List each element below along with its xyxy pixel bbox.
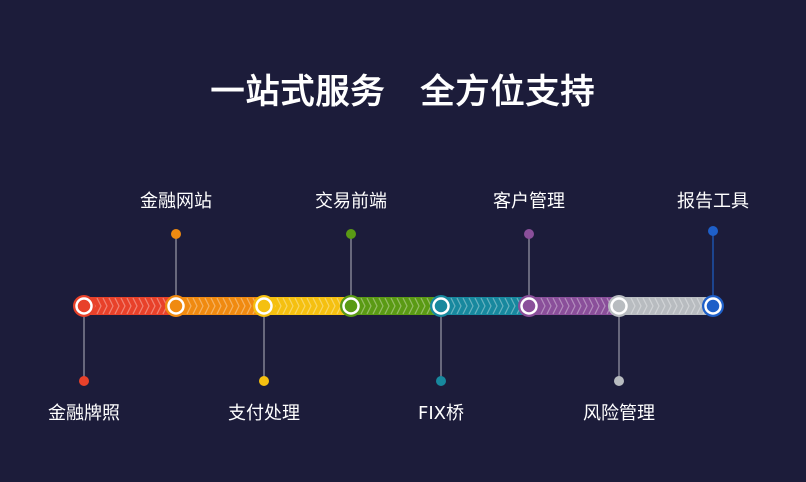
marker-dot	[708, 226, 718, 236]
page-title: 一站式服务 全方位支持	[210, 72, 596, 112]
milestone-label: 金融牌照	[48, 403, 120, 424]
timeline-segment	[441, 297, 529, 315]
milestone-node	[610, 297, 628, 315]
marker-dot	[346, 229, 356, 239]
timeline-segment	[176, 297, 264, 315]
timeline-segment	[264, 297, 351, 315]
milestone-node	[342, 297, 360, 315]
marker-dot	[259, 376, 269, 386]
marker-dot	[524, 229, 534, 239]
milestone-node	[75, 297, 93, 315]
milestone-label: 交易前端	[315, 191, 387, 212]
milestone-label: 金融网站	[140, 191, 212, 212]
timeline-segment	[84, 297, 176, 315]
milestone-node	[704, 297, 722, 315]
marker-dot	[79, 376, 89, 386]
timeline-segment	[619, 297, 713, 315]
timeline-segment	[529, 297, 619, 315]
marker-dot	[171, 229, 181, 239]
milestone-node	[432, 297, 450, 315]
marker-dot	[614, 376, 624, 386]
milestone-node	[520, 297, 538, 315]
milestone-label: 报告工具	[677, 191, 749, 212]
milestone-label: 客户管理	[493, 191, 565, 212]
milestone-label: FIX桥	[418, 403, 464, 424]
milestone-label: 支付处理	[228, 403, 300, 424]
marker-dot	[436, 376, 446, 386]
milestone-node	[255, 297, 273, 315]
timeline-segment	[351, 297, 441, 315]
milestone-label: 风险管理	[583, 403, 655, 424]
milestone-node	[167, 297, 185, 315]
